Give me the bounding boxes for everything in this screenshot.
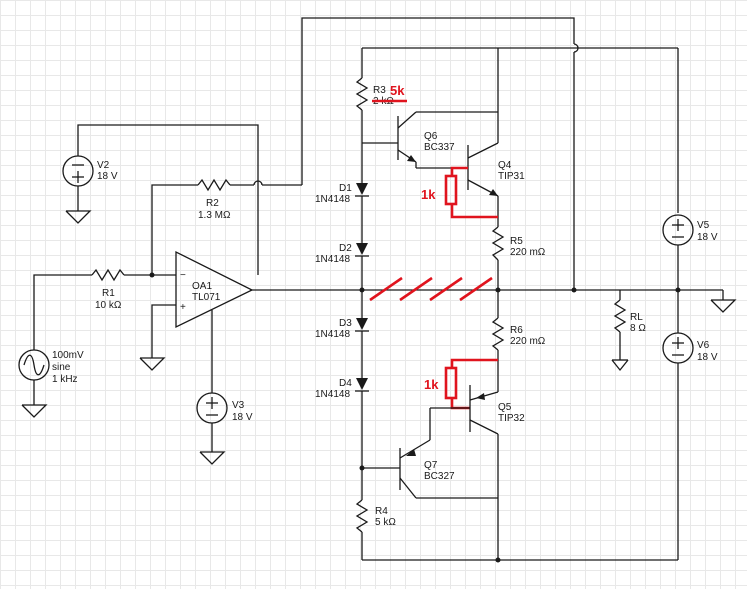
rl-value: 8 Ω (630, 323, 646, 334)
oa1-minus: − (180, 270, 186, 281)
q7-name: Q7 (424, 460, 438, 471)
rl-name: RL (630, 312, 643, 323)
resistor-r3: R3 2 kΩ 5k (355, 77, 407, 183)
diode-d2: D2 1N4148 (315, 243, 369, 318)
r3-new-value: 5k (390, 83, 405, 98)
diode-d3: D3 1N4148 (315, 318, 369, 378)
source-v2: V2 18 V (62, 124, 259, 275)
d2-name: D2 (339, 243, 352, 254)
d4-name: D4 (339, 378, 352, 389)
output-line (250, 287, 690, 293)
q4-part: TIP31 (498, 171, 525, 182)
ground-right (690, 289, 737, 313)
v5-value: 18 V (697, 232, 718, 243)
d3-name: D3 (339, 318, 352, 329)
opamp-oa1: − + OA1 TL071 (175, 250, 254, 329)
d2-part: 1N4148 (315, 254, 350, 265)
q5-part: TIP32 (498, 413, 525, 424)
r6-value: 220 mΩ (510, 336, 546, 347)
d1-name: D1 (339, 183, 352, 194)
annotation-resistor-top: 1k (421, 166, 498, 219)
resistor-r2: R2 1.3 MΩ (151, 178, 302, 275)
d3-part: 1N4148 (315, 329, 350, 340)
v2-name: V2 (97, 160, 110, 171)
r5-name: R5 (510, 236, 523, 247)
transistor-q4: Q4 TIP31 (467, 142, 525, 227)
q4-name: Q4 (498, 160, 512, 171)
annotation-resistor-bottom: 1k (424, 358, 498, 410)
resistor-r1: R1 10 kΩ (33, 268, 176, 350)
source-sine: 100mV sine 1 kHz (18, 349, 84, 418)
r3-name: R3 (373, 85, 386, 96)
annotation-1k-bottom: 1k (424, 377, 439, 392)
r6-name: R6 (510, 325, 523, 336)
r5-value: 220 mΩ (510, 247, 546, 258)
r2-value: 1.3 MΩ (198, 210, 231, 221)
r4-value: 5 kΩ (375, 517, 396, 528)
resistor-r4: R4 5 kΩ (355, 499, 678, 563)
v2-value: 18 V (97, 171, 118, 182)
resistor-r6: R6 220 mΩ (491, 290, 546, 392)
d4-part: 1N4148 (315, 389, 350, 400)
sine-amplitude: 100mV (52, 350, 84, 361)
sine-shape: sine (52, 362, 71, 373)
transistor-q7: Q7 BC327 (359, 408, 498, 499)
q5-name: Q5 (498, 402, 512, 413)
v3-value: 18 V (232, 412, 253, 423)
annotation-1k-top: 1k (421, 187, 436, 202)
source-v5: V5 18 V (662, 214, 718, 333)
r4-name: R4 (375, 506, 388, 517)
diode-d1: D1 1N4148 (315, 183, 369, 243)
ground-noninv (139, 304, 176, 371)
v6-value: 18 V (697, 352, 718, 363)
d1-part: 1N4148 (315, 194, 350, 205)
sine-frequency: 1 kHz (52, 374, 78, 385)
top-wiring (301, 17, 679, 290)
v3-name: V3 (232, 400, 245, 411)
v6-name: V6 (697, 340, 710, 351)
oa1-plus: + (180, 302, 186, 313)
v5-name: V5 (697, 220, 710, 231)
r1-name: R1 (102, 288, 115, 299)
annotation-slashes (369, 276, 493, 302)
transistor-q5: Q5 TIP32 (430, 385, 525, 560)
transistor-q6: Q6 BC337 (362, 111, 498, 169)
source-v6: V6 18 V (662, 332, 718, 560)
source-v3: V3 18 V (196, 310, 253, 465)
resistor-r5: R5 220 mΩ (491, 226, 546, 290)
r1-value: 10 kΩ (95, 300, 122, 311)
oa1-name: OA1 (192, 281, 212, 292)
r2-name: R2 (206, 198, 219, 209)
q6-part: BC337 (424, 142, 455, 153)
q7-part: BC327 (424, 471, 455, 482)
diode-d4: D4 1N4148 (315, 378, 369, 500)
resistor-rl: RL 8 Ω (611, 290, 646, 372)
oa1-part: TL071 (192, 292, 221, 303)
q6-name: Q6 (424, 131, 438, 142)
